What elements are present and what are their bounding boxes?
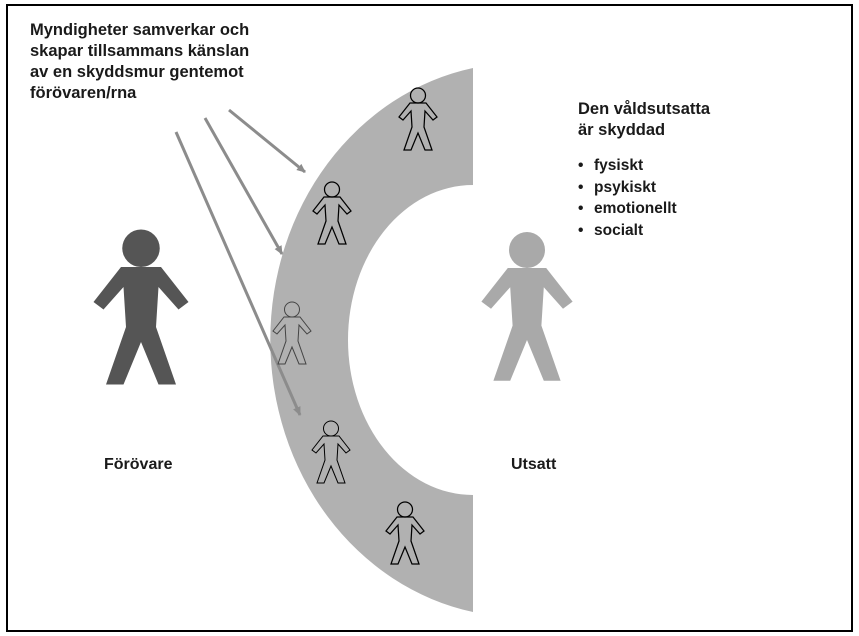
victim-title-line: är skyddad: [578, 121, 666, 139]
protection-item: psykiskt: [578, 177, 677, 199]
arrow-3: [174, 131, 302, 416]
protective-wall: [270, 68, 473, 612]
caption-line: skapar tillsammans känslan: [30, 42, 250, 60]
arrow-2: [203, 117, 284, 255]
protection-list: fysiskt psykiskt emotionellt socialt: [578, 155, 677, 241]
caption-text: Myndigheter samverkar och skapar tillsam…: [30, 20, 350, 104]
perpetrator-label: Förövare: [104, 456, 173, 473]
protection-item: fysiskt: [578, 155, 677, 177]
caption-line: förövaren/rna: [30, 84, 137, 102]
protection-item: emotionellt: [578, 198, 677, 220]
caption-line: Myndigheter samverkar och: [30, 21, 250, 39]
arrows: [174, 108, 306, 416]
victim-label: Utsatt: [511, 456, 557, 473]
victim-figure: [481, 232, 573, 381]
perpetrator-figure: [93, 229, 189, 385]
protection-item: socialt: [578, 220, 677, 242]
caption-line: av en skyddsmur gentemot: [30, 63, 244, 81]
victim-protection-title: Den våldsutsatta är skyddad: [578, 99, 710, 141]
arrow-1: [228, 108, 306, 174]
victim-title-line: Den våldsutsatta: [578, 100, 711, 118]
